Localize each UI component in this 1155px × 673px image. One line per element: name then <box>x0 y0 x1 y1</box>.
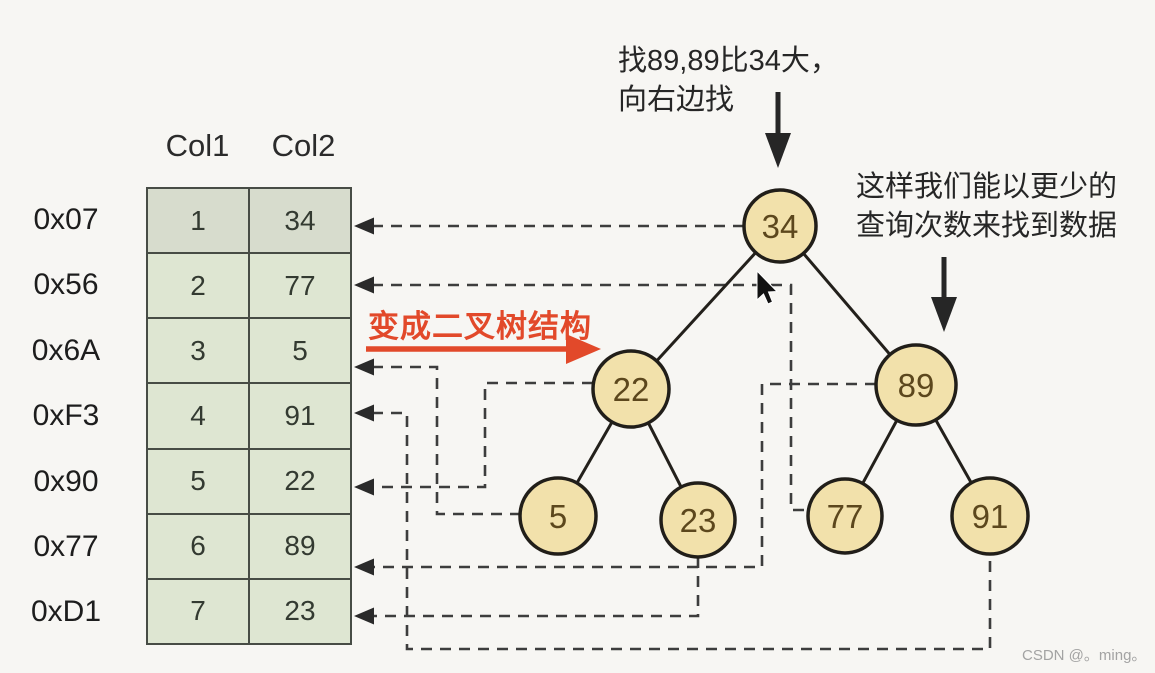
table-cell: 23 <box>250 579 350 643</box>
tree-node-right-right <box>950 476 1030 556</box>
table-cell: 4 <box>148 384 248 448</box>
tree-node-value: 91 <box>972 498 1009 535</box>
table-arrowhead <box>354 558 374 576</box>
tree-node-value: 34 <box>762 208 799 245</box>
tree-node-left-left <box>518 476 598 556</box>
dashed-connector-22 <box>372 381 593 489</box>
tree-node-value: 22 <box>613 371 650 408</box>
table-arrowhead <box>354 276 374 294</box>
table-cell: 2 <box>148 254 248 318</box>
row-address: 0x07 <box>33 203 99 236</box>
row-address: 0xD1 <box>30 595 102 628</box>
dashed-connector-5 <box>372 365 520 516</box>
table-col1-header: Col1 <box>165 128 230 163</box>
tree-node-value: 77 <box>827 498 864 535</box>
search-note: 找89,89比34大， 向右边找 <box>618 42 839 120</box>
search-note-line2: 向右边找 <box>618 84 735 116</box>
table-cell: 7 <box>148 579 248 643</box>
watermark: CSDN @。ming。 <box>1022 647 1147 664</box>
tree-node-right <box>874 343 958 427</box>
table-arrowhead <box>354 478 374 496</box>
table-arrowhead <box>354 358 374 376</box>
table-arrowhead <box>354 607 374 625</box>
tree-node-left <box>591 349 671 429</box>
table-cell: 22 <box>250 449 350 513</box>
table-cell: 77 <box>250 254 350 318</box>
table-cell: 89 <box>250 514 350 578</box>
tree-node-value: 5 <box>549 498 567 535</box>
table-cell: 34 <box>250 189 350 253</box>
table-arrowhead <box>354 404 374 422</box>
table-arrowhead <box>354 217 374 235</box>
down-arrow-to-root-head <box>765 133 791 168</box>
transform-label: 变成二叉树结构 <box>368 309 592 344</box>
benefit-note: 这样我们能以更少的 查询次数来找到数据 <box>856 168 1117 246</box>
row-address: 0x56 <box>33 268 99 301</box>
row-address: 0x6A <box>31 334 101 367</box>
table-cell: 5 <box>148 449 248 513</box>
row-address: 0x90 <box>33 465 99 498</box>
index-table: 1 34 2 77 3 5 4 91 5 22 6 89 7 23 <box>146 187 352 645</box>
row-address: 0xF3 <box>32 399 100 432</box>
tree-node-value: 23 <box>680 502 717 539</box>
benefit-note-line1: 这样我们能以更少的 <box>856 171 1118 203</box>
dashed-connector-23 <box>372 557 700 618</box>
benefit-note-line2: 查询次数来找到数据 <box>856 210 1118 242</box>
table-cell: 3 <box>148 319 248 383</box>
dashed-connector-91 <box>372 411 992 651</box>
tree-node-left-right <box>659 481 737 559</box>
table-cell: 1 <box>148 189 248 253</box>
mouse-cursor-icon <box>756 269 779 305</box>
tree-node-right-left <box>806 477 884 555</box>
table-cell: 6 <box>148 514 248 578</box>
dashed-connector-77 <box>372 283 808 512</box>
red-arrow-head <box>566 334 601 364</box>
down-arrow-to-right-node-head <box>931 297 957 332</box>
search-note-line1: 找89,89比34大， <box>618 45 839 77</box>
tree-node-value: 89 <box>898 367 935 404</box>
table-cell: 91 <box>250 384 350 448</box>
table-col2-header: Col2 <box>271 128 336 163</box>
row-address: 0x77 <box>33 530 99 563</box>
tree-node-root <box>742 188 818 264</box>
dashed-connector-89 <box>372 382 876 569</box>
table-cell: 5 <box>250 319 350 383</box>
